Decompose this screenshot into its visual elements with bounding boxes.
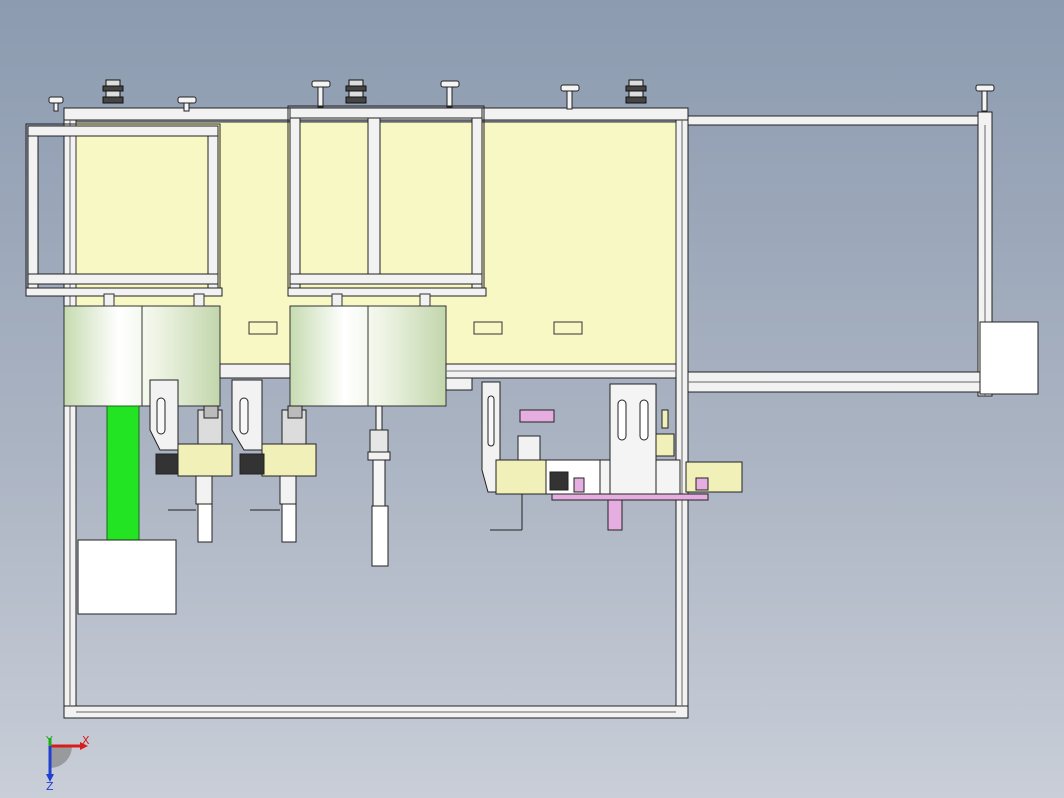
lower-rail-row bbox=[219, 363, 677, 391]
bearing-1 bbox=[102, 79, 124, 104]
drum-right bbox=[289, 305, 447, 407]
actuator-2 bbox=[231, 379, 317, 543]
axis-label-x: X bbox=[82, 734, 90, 747]
actuator-1 bbox=[149, 379, 233, 543]
foot-1 bbox=[48, 96, 64, 112]
axis-label-y: Y bbox=[45, 734, 53, 747]
drum-mounts bbox=[103, 293, 431, 307]
bearing-2 bbox=[345, 79, 367, 104]
foot-5 bbox=[560, 84, 580, 110]
lower-box bbox=[77, 539, 177, 615]
subframe-left bbox=[25, 123, 223, 297]
foot-4 bbox=[440, 80, 460, 108]
extension-top-rail bbox=[687, 115, 989, 126]
leveling-feet bbox=[48, 80, 995, 112]
control-box bbox=[979, 321, 1039, 395]
center-rod bbox=[367, 405, 391, 567]
outer-frame bbox=[63, 107, 689, 719]
gripper-mechanism bbox=[481, 381, 743, 531]
bearing-3 bbox=[625, 79, 647, 104]
subframe-right bbox=[287, 105, 487, 297]
green-belt bbox=[106, 405, 140, 543]
bearing-stacks bbox=[102, 79, 647, 104]
panel-slots bbox=[248, 321, 583, 335]
extension-frame bbox=[687, 111, 1039, 397]
axis-label-z: Z bbox=[46, 780, 54, 793]
slot-1 bbox=[248, 321, 278, 335]
slot-2 bbox=[473, 321, 503, 335]
foot-2 bbox=[177, 96, 197, 112]
coordinate-triad: X Y Z bbox=[45, 734, 90, 793]
foot-6 bbox=[975, 84, 995, 112]
drum-left bbox=[63, 305, 221, 407]
foot-3 bbox=[311, 80, 331, 108]
slot-3 bbox=[553, 321, 583, 335]
